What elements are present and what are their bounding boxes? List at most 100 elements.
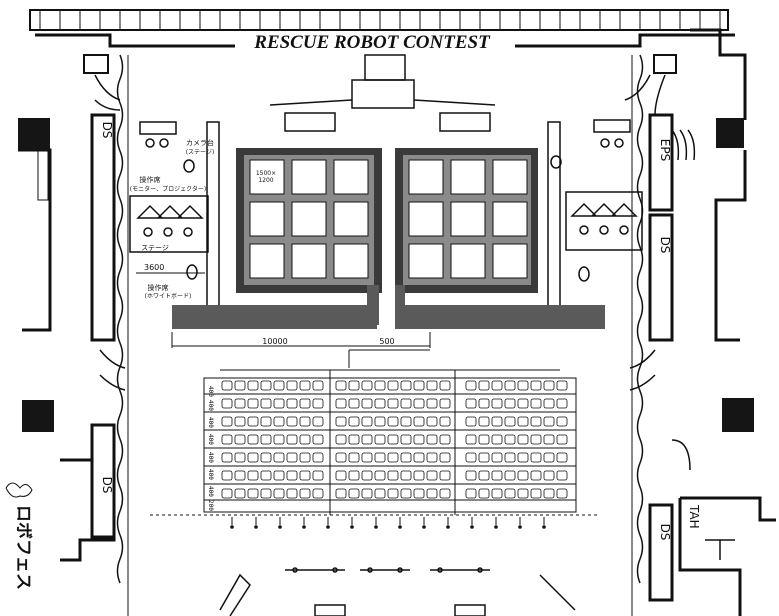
seat: [491, 488, 503, 499]
pillar-right-upper: [716, 118, 744, 148]
toilet-label-right: TAH: [687, 504, 701, 529]
seat: [439, 488, 451, 499]
seat: [286, 380, 298, 391]
seat: [335, 416, 347, 427]
seat: [299, 380, 311, 391]
marker-row: [230, 517, 546, 529]
seat: [504, 452, 516, 463]
seat: [465, 416, 477, 427]
row-label-5: 400: [207, 452, 214, 463]
seat: [273, 416, 285, 427]
seat: [374, 380, 386, 391]
marker-dot: [542, 525, 546, 529]
seat: [299, 416, 311, 427]
seat: [312, 398, 324, 409]
seat: [543, 470, 555, 481]
seat: [439, 380, 451, 391]
field-size-label-2: 1200: [258, 177, 273, 184]
seat: [439, 452, 451, 463]
marker-dot: [470, 525, 474, 529]
seat: [234, 434, 246, 445]
dim-3600: 3600: [144, 263, 164, 272]
seat: [221, 434, 233, 445]
seat: [361, 488, 373, 499]
row-label-2: 400: [207, 400, 214, 411]
seat: [543, 398, 555, 409]
marker-dot: [230, 525, 234, 529]
seat: [260, 470, 272, 481]
contest-field-right: [395, 148, 538, 293]
seat: [348, 416, 360, 427]
seat: [400, 488, 412, 499]
seat: [426, 488, 438, 499]
seat: [530, 434, 542, 445]
exhibit-vertical-label: ロボフェス: [13, 505, 33, 590]
operator-booth-left: [129, 195, 209, 253]
seat: [312, 380, 324, 391]
seat: [504, 434, 516, 445]
seat: [387, 434, 399, 445]
seat: [426, 470, 438, 481]
seat: [260, 434, 272, 445]
seat: [348, 380, 360, 391]
seat: [491, 380, 503, 391]
seat: [478, 488, 490, 499]
seat: [504, 416, 516, 427]
seat: [299, 398, 311, 409]
seat: [247, 470, 259, 481]
seat: [504, 398, 516, 409]
seat: [517, 488, 529, 499]
seat: [247, 452, 259, 463]
seat: [439, 416, 451, 427]
seat: [247, 488, 259, 499]
seat: [260, 452, 272, 463]
seat: [221, 470, 233, 481]
seat: [400, 452, 412, 463]
seat: [335, 398, 347, 409]
operator-seat-label: 操作席: [140, 175, 161, 184]
seat: [543, 452, 555, 463]
ds-label-right-upper: DS: [658, 237, 672, 254]
seat: [426, 452, 438, 463]
row-label-6: 400: [207, 469, 214, 480]
marker-dot: [518, 525, 522, 529]
seat: [556, 398, 568, 409]
seat: [348, 434, 360, 445]
seat: [413, 470, 425, 481]
seat: [273, 488, 285, 499]
door-swings: [94, 74, 666, 391]
seat: [504, 380, 516, 391]
seat: [465, 434, 477, 445]
seat: [517, 416, 529, 427]
seat: [439, 398, 451, 409]
seat: [413, 398, 425, 409]
seat: [312, 488, 324, 499]
seat: [221, 398, 233, 409]
seat: [517, 470, 529, 481]
marker-dot: [422, 525, 426, 529]
pillar-left-lower: [22, 400, 54, 432]
seat: [517, 452, 529, 463]
seat: [543, 434, 555, 445]
seat: [556, 452, 568, 463]
operator-board-sublabel: (ホワイトボード): [145, 292, 192, 300]
seat: [478, 470, 490, 481]
row-label-8: 200: [207, 500, 214, 511]
seat-grid: [221, 380, 568, 499]
seat: [517, 398, 529, 409]
operator-booth-right: [565, 191, 643, 251]
contest-field-left: [236, 148, 382, 293]
seat: [556, 470, 568, 481]
seat: [465, 452, 477, 463]
seat: [491, 398, 503, 409]
ds-label-right-lower: DS: [658, 524, 672, 541]
seat: [400, 380, 412, 391]
seat: [221, 452, 233, 463]
seat: [234, 398, 246, 409]
seat: [478, 380, 490, 391]
seat: [273, 380, 285, 391]
seat: [530, 398, 542, 409]
seat: [504, 470, 516, 481]
hall-title: RESCUE ROBOT CONTEST: [253, 32, 491, 53]
